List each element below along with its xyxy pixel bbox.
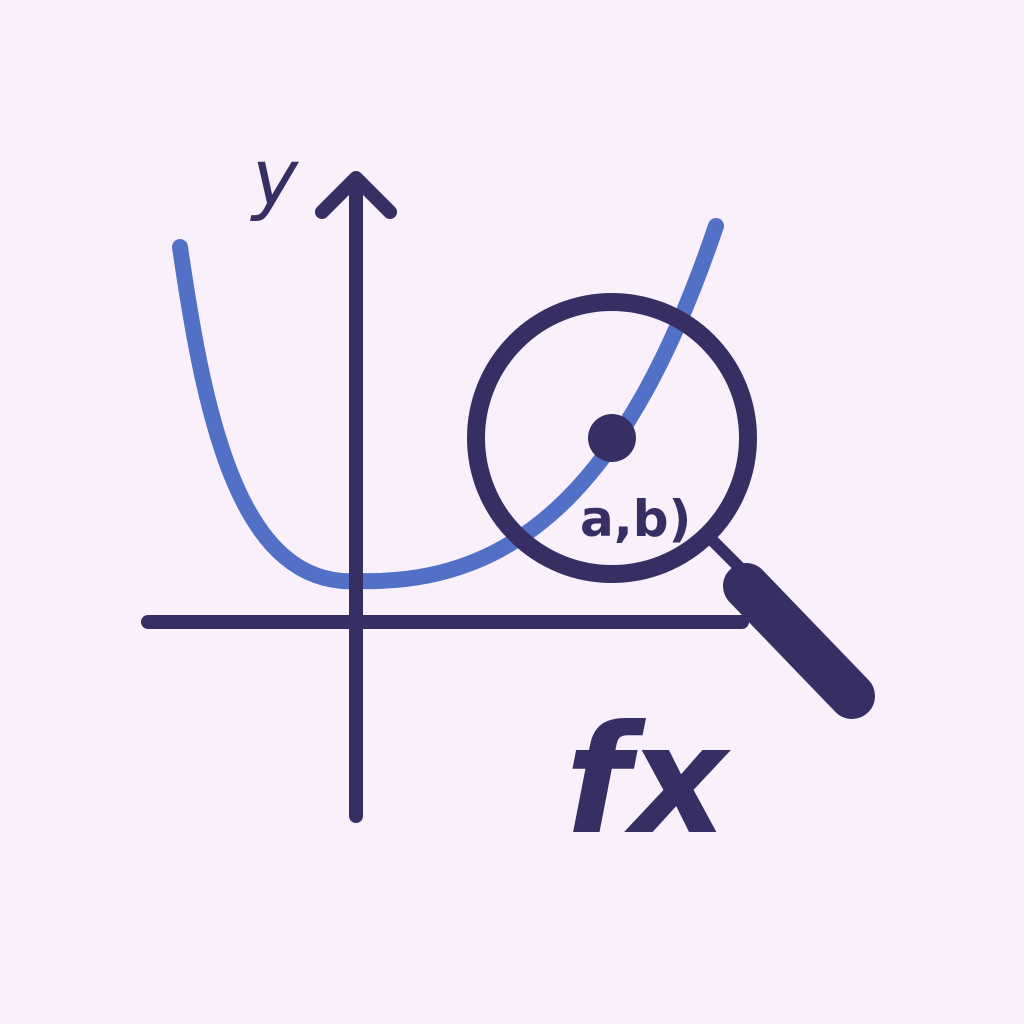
function-label: fx (565, 694, 731, 868)
y-axis-arrowhead (315, 171, 397, 219)
function-curve (172, 218, 724, 590)
y-axis-label: y (250, 134, 300, 224)
point-label: a,b) (580, 490, 691, 548)
magnifying-glass-icon (467, 293, 875, 719)
point-marker (588, 414, 636, 462)
magnifier-lens (467, 293, 757, 583)
magnifier-handle (723, 563, 875, 719)
magnifier-neck (700, 528, 748, 576)
